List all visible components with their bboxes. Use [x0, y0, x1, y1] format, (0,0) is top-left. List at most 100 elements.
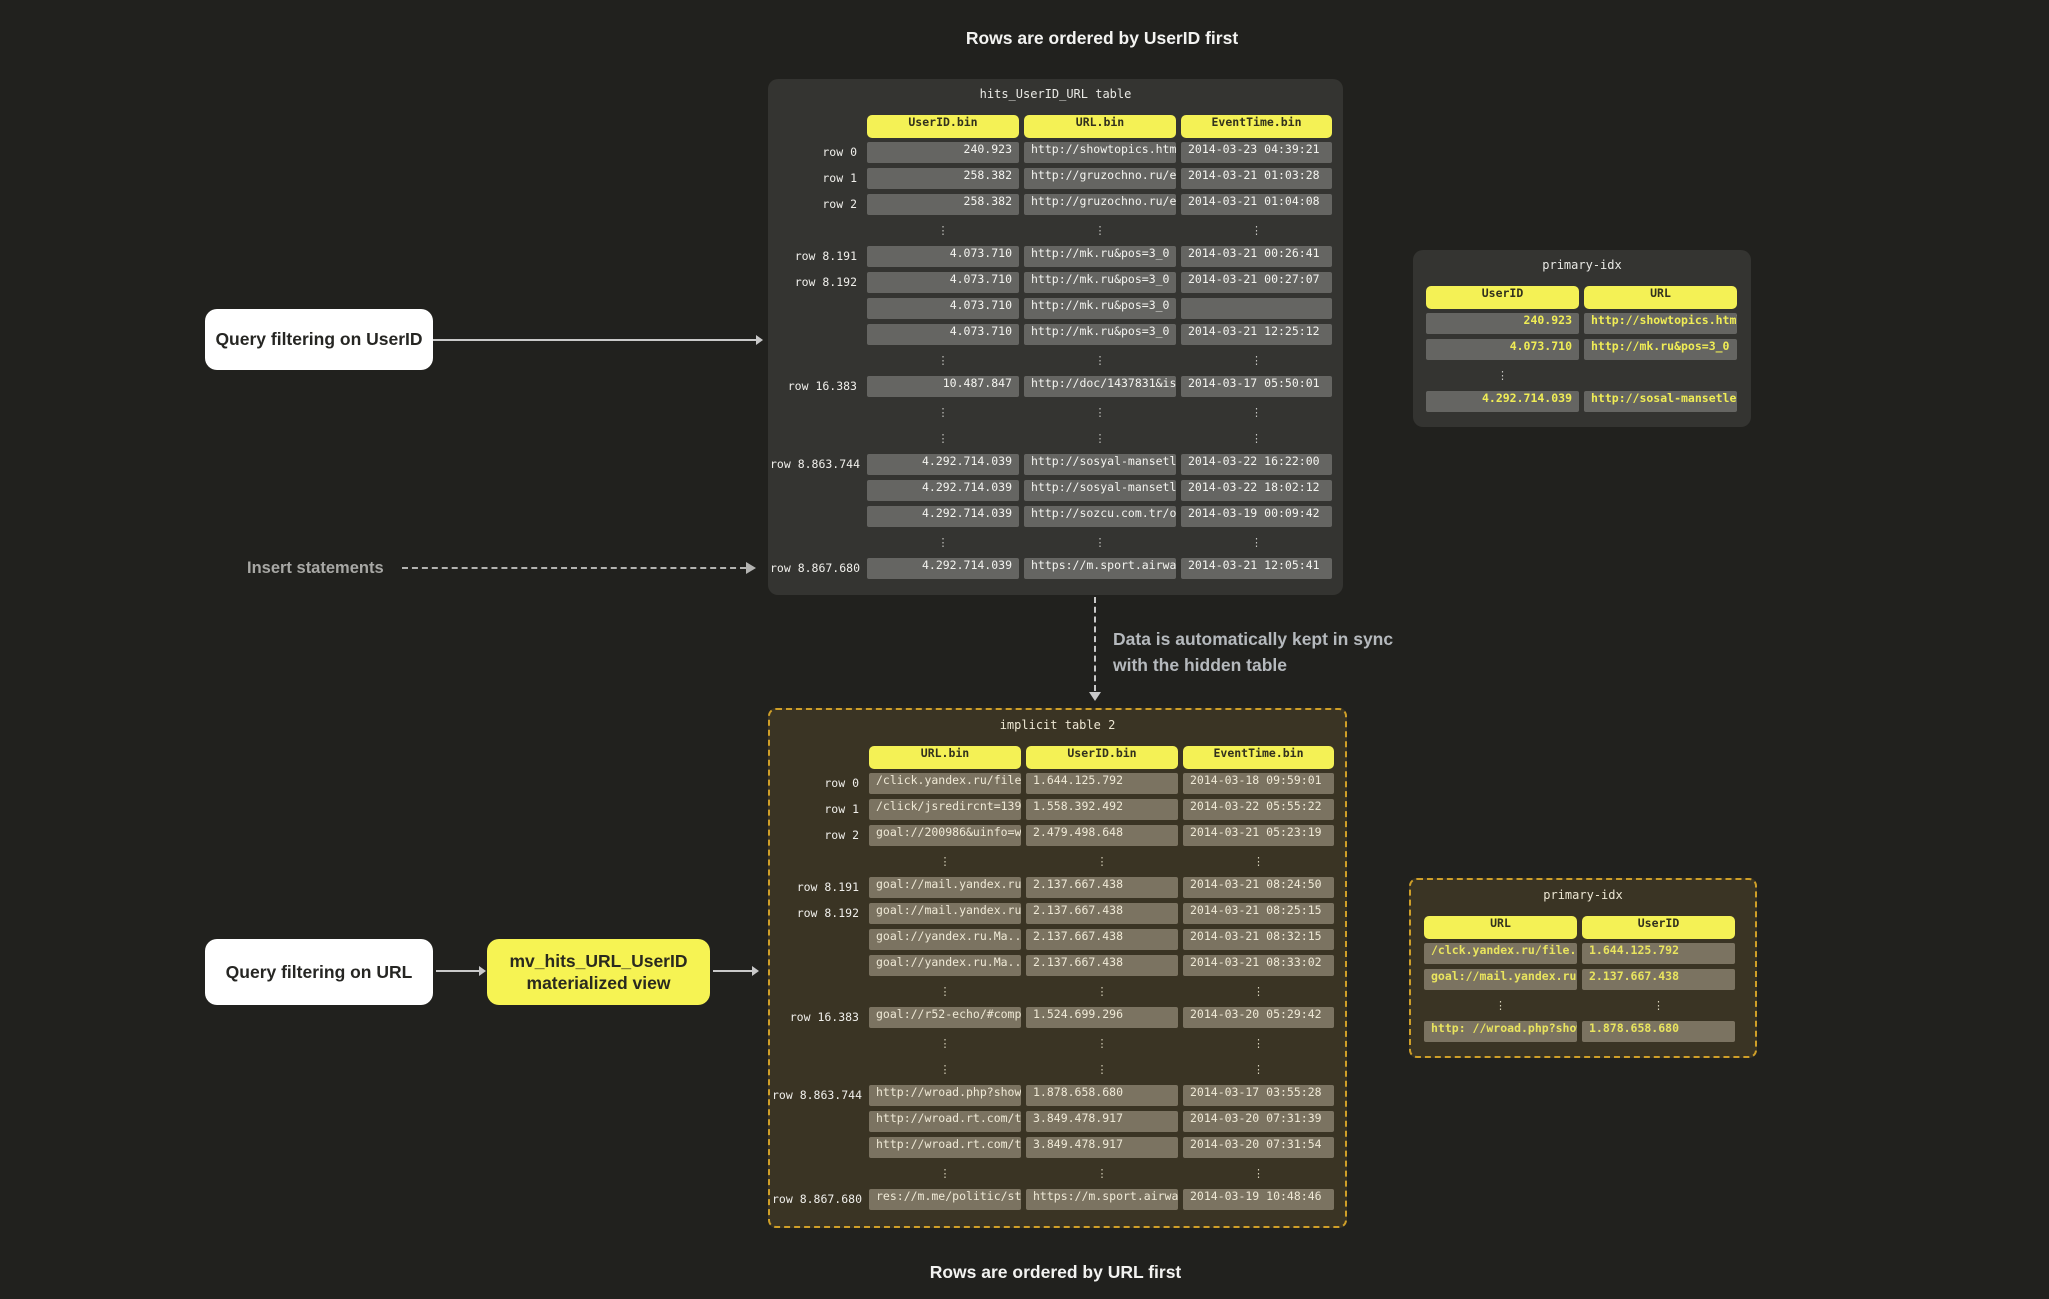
- column-header: URL: [1584, 285, 1737, 309]
- table-row: http://wroad.rt.com/tr/...3.849.478.9172…: [770, 1108, 1345, 1134]
- table-cell: http://sosal-mansetleri...: [1584, 390, 1737, 412]
- sync-note: Data is automatically kept in sync with …: [1113, 626, 1393, 678]
- table-cell: 1.878.658.680: [1026, 1084, 1178, 1106]
- table-cell: goal://yandex.ru.Ma...: [869, 928, 1021, 950]
- table-row: ⋮⋮⋮: [770, 848, 1345, 874]
- row-label: row 8.192: [794, 275, 857, 289]
- column-header: EventTime.bin: [1183, 745, 1334, 769]
- table-cell: 2.137.667.438: [1026, 954, 1178, 976]
- table-cell: 2.479.498.648: [1026, 824, 1178, 846]
- table-row: ⋮⋮⋮: [770, 1056, 1345, 1082]
- table-cell: 2014-03-20 07:31:39: [1183, 1110, 1334, 1132]
- row-label: row 8.191: [794, 249, 857, 263]
- table-cell: http://mk.ru&pos=3_0: [1024, 323, 1176, 345]
- table-cell: 2014-03-21 08:33:02: [1183, 954, 1334, 976]
- table-cell: http://sozcu.com.tr/oaut: [1024, 505, 1176, 527]
- table-row: http: //wroad.php?show/7...1.878.658.680: [1411, 1018, 1755, 1044]
- table-cell: 1.524.699.296: [1026, 1006, 1178, 1028]
- table-cell: https://m.sport.airway/?: [1024, 557, 1176, 579]
- ellipsis-dots: ⋮: [939, 1062, 951, 1076]
- table-cell: 2014-03-21 00:26:41: [1181, 245, 1332, 267]
- table-cell: http://mk.ru&pos=3_0: [1024, 271, 1176, 293]
- table-cell: 2014-03-20 07:31:54: [1183, 1136, 1334, 1158]
- table-cell: 1.644.125.792: [1582, 942, 1735, 964]
- row-label: row 16.383: [789, 1010, 859, 1024]
- table-cell: 2014-03-21 08:24:50: [1183, 876, 1334, 898]
- table-row: row 8.867.680res://m.me/politic/stati...…: [770, 1186, 1345, 1212]
- sync-note-line2: with the hidden table: [1113, 655, 1288, 675]
- ellipsis-dots: ⋮: [937, 405, 949, 419]
- column-header: UserID: [1426, 285, 1579, 309]
- table-row: row 1258.382http://gruzochno.ru/ekat...2…: [768, 165, 1343, 191]
- table-row: 4.292.714.039http://sosal-mansetleri...: [1413, 388, 1751, 414]
- table-cell: res://m.me/politic/stati...: [869, 1188, 1021, 1210]
- table-cell: goal://yandex.ru.Ma...: [869, 954, 1021, 976]
- table-cell: 2014-03-22 16:22:00: [1181, 453, 1332, 475]
- table-cell: http://sosyal-mansetleri...: [1024, 453, 1176, 475]
- ellipsis-dots: ⋮: [1096, 1036, 1108, 1050]
- table-row: ⋮⋮⋮: [768, 399, 1343, 425]
- table-cell: goal://mail.yandex.ru/Ma...: [869, 876, 1021, 898]
- table-cell: 4.073.710: [1426, 338, 1579, 360]
- table-cell: 1.644.125.792: [1026, 772, 1178, 794]
- ellipsis-dots: ⋮: [1253, 1036, 1264, 1050]
- ellipsis-dots: ⋮: [1253, 1166, 1264, 1180]
- table-row: 4.292.714.039http://sosyal-mansetleri...…: [768, 477, 1343, 503]
- ellipsis-dots: ⋮: [939, 854, 951, 868]
- table-cell: http://showtopics.html%3...: [1584, 312, 1737, 334]
- column-header: EventTime.bin: [1181, 114, 1332, 138]
- table-cell: goal://r52-echo/#compose...: [869, 1006, 1021, 1028]
- table-cell: goal://mail.yandex.ru/Ma...: [869, 902, 1021, 924]
- table-cell: http://gruzochno.ru/ekat...: [1024, 193, 1176, 215]
- sync-arrowhead-icon: [1089, 692, 1101, 701]
- row-label: row 16.383: [787, 379, 857, 393]
- table-cell: http://wroad.rt.com/tr/...: [869, 1136, 1021, 1158]
- table-cell: http://sosyal-mansetleri...: [1024, 479, 1176, 501]
- table-cell: http://doc/1437831&is_mo...: [1024, 375, 1176, 397]
- row-label: row 8.863.744: [772, 1088, 863, 1102]
- table-row: ⋮⋮⋮: [770, 1160, 1345, 1186]
- query-url-arrowhead-icon: [479, 966, 486, 976]
- row-label: row 1: [824, 802, 859, 816]
- table-row: row 2goal://200986&uinfo=wn-1...2.479.49…: [770, 822, 1345, 848]
- materialized-view-box: mv_hits_URL_UserID materialized view: [487, 939, 710, 1005]
- row-label: row 8.867.680: [770, 561, 861, 575]
- ellipsis-dots: ⋮: [1253, 854, 1264, 868]
- table-cell: 2014-03-21 12:25:12: [1181, 323, 1332, 345]
- table-row: ⋮⋮⋮: [770, 978, 1345, 1004]
- table-cell: 258.382: [867, 193, 1019, 215]
- ellipsis-dots: ⋮: [1251, 405, 1262, 419]
- row-label: row 8.191: [796, 880, 859, 894]
- table-row: ⋮: [1413, 362, 1751, 388]
- table-cell: http: //wroad.php?show/7...: [1424, 1020, 1577, 1042]
- table-row: row 8.191goal://mail.yandex.ru/Ma...2.13…: [770, 874, 1345, 900]
- table-cell: 2014-03-17 03:55:28: [1183, 1084, 1334, 1106]
- table-cell: 3.849.478.917: [1026, 1136, 1178, 1158]
- table-row: 4.292.714.039http://sozcu.com.tr/oaut201…: [768, 503, 1343, 529]
- table-cell: 4.292.714.039: [867, 557, 1019, 579]
- ellipsis-dots: ⋮: [1251, 353, 1262, 367]
- mv-arrow-line: [713, 970, 753, 972]
- row-label: row 0: [824, 776, 859, 790]
- ellipsis-dots: ⋮: [1251, 535, 1262, 549]
- table-row: row 8.863.744http://wroad.php?show/7...1…: [770, 1082, 1345, 1108]
- table-row: row 16.383 goal://r52-echo/#compose...1.5…: [770, 1004, 1345, 1030]
- table-cell: 258.382: [867, 167, 1019, 189]
- table-cell: 2014-03-21 05:23:19: [1183, 824, 1334, 846]
- table-row: ⋮⋮⋮: [768, 425, 1343, 451]
- query-filtering-userid-box: Query filtering on UserID: [205, 309, 433, 370]
- table-title: primary-idx: [1543, 888, 1623, 902]
- table-row: ⋮⋮⋮: [768, 347, 1343, 373]
- table-cell: goal://200986&uinfo=wn-1...: [869, 824, 1021, 846]
- table-cell: 2014-03-23 04:39:21: [1181, 141, 1332, 163]
- table-cell: 2014-03-21 01:04:08: [1181, 193, 1332, 215]
